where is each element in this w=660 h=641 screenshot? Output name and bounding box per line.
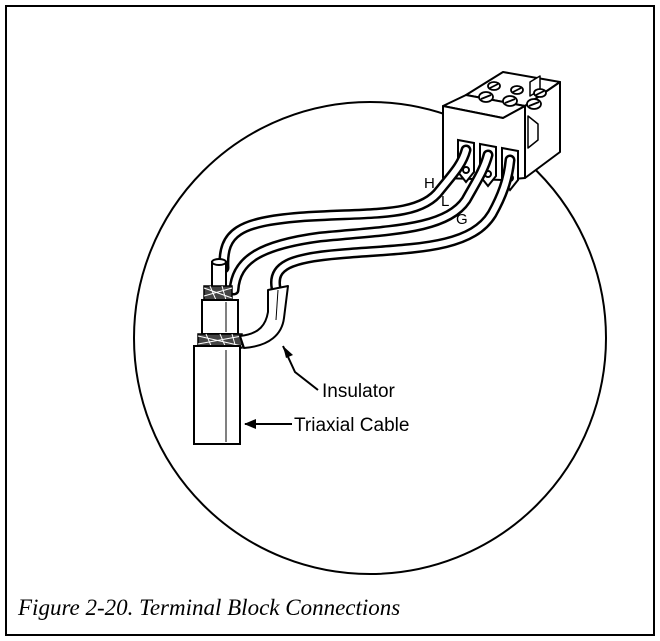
- terminal-screws: [478, 81, 547, 110]
- inner-shield-braid: [203, 285, 233, 301]
- wire-label-h: H: [424, 175, 435, 192]
- triaxial-cable-label: Triaxial Cable: [294, 415, 409, 436]
- cable-middle-jacket: [201, 299, 239, 335]
- insulator-label: Insulator: [322, 381, 396, 402]
- triaxial-cable-callout: [244, 419, 292, 429]
- terminal-block: [442, 71, 561, 181]
- insulator-sleeve: [239, 285, 289, 349]
- wire-label-l: L: [441, 193, 449, 210]
- insulator-callout: [282, 345, 319, 391]
- detail-circle: [133, 101, 607, 575]
- wire-label-g: G: [456, 211, 468, 228]
- figure-caption: Figure 2-20. Terminal Block Connections: [18, 595, 401, 620]
- cable-outer-jacket: [193, 345, 241, 445]
